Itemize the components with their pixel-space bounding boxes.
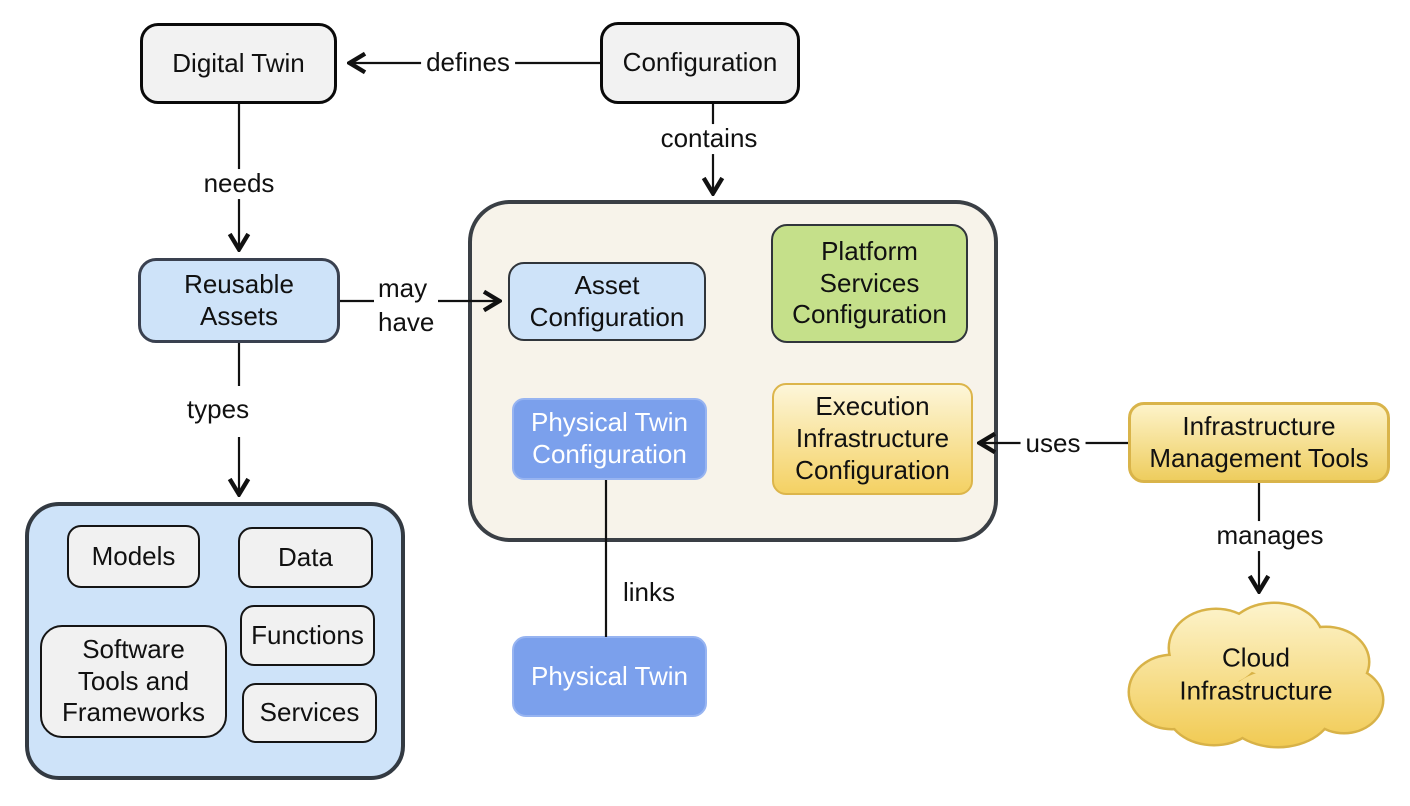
- edge-label-links: links: [617, 577, 681, 608]
- models-node: Models: [67, 525, 200, 588]
- execution-infrastructure-configuration-node: Execution Infrastructure Configuration: [772, 383, 973, 495]
- physical-twin-configuration-label: Physical Twin Configuration: [530, 407, 689, 469]
- functions-node: Functions: [240, 605, 375, 666]
- edge-label-needs: needs: [198, 168, 280, 199]
- edge-label-manages: manages: [1211, 520, 1329, 551]
- asset-configuration-label: Asset Configuration: [529, 269, 685, 332]
- reusable-assets-node: Reusable Assets: [138, 258, 340, 343]
- edge-label-may-have: may have: [374, 272, 439, 340]
- infrastructure-management-tools-node: Infrastructure Management Tools: [1128, 402, 1390, 483]
- software-tools-label: Software Tools and Frameworks: [61, 633, 205, 728]
- services-label: Services: [259, 697, 360, 728]
- data-label: Data: [278, 541, 333, 572]
- execution-infrastructure-configuration-label: Execution Infrastructure Configuration: [795, 391, 950, 485]
- platform-services-configuration-node: Platform Services Configuration: [771, 224, 968, 343]
- edge-label-types: types: [181, 394, 255, 425]
- physical-twin-label: Physical Twin: [530, 660, 689, 691]
- asset-configuration-node: Asset Configuration: [508, 262, 706, 341]
- cloud-shape: [1127, 601, 1385, 749]
- digital-twin-node: Digital Twin: [140, 23, 337, 104]
- cloud-infrastructure-node: Cloud Infrastructure: [1179, 642, 1333, 707]
- infrastructure-management-tools-label: Infrastructure Management Tools: [1149, 410, 1369, 473]
- software-tools-node: Software Tools and Frameworks: [40, 625, 227, 738]
- platform-services-configuration-label: Platform Services Configuration: [792, 235, 947, 330]
- functions-label: Functions: [251, 619, 364, 650]
- physical-twin-configuration-node: Physical Twin Configuration: [512, 398, 707, 480]
- edge-label-uses: uses: [1020, 428, 1086, 459]
- models-label: Models: [91, 540, 176, 571]
- configuration-node: Configuration: [600, 22, 800, 104]
- edge-label-contains: contains: [655, 123, 763, 154]
- digital-twin-label: Digital Twin: [172, 47, 305, 78]
- edge-label-may-have-line1: may: [378, 273, 428, 304]
- cloud-fill: [1130, 604, 1382, 746]
- configuration-label: Configuration: [622, 47, 778, 78]
- edge-label-defines: defines: [421, 47, 515, 78]
- cloud-infrastructure-label: Cloud Infrastructure: [1179, 642, 1333, 706]
- physical-twin-node: Physical Twin: [512, 636, 707, 717]
- data-node: Data: [238, 527, 373, 588]
- edge-label-may-have-line2: have: [378, 307, 435, 337]
- services-node: Services: [242, 683, 377, 743]
- reusable-assets-label: Reusable Assets: [184, 268, 294, 331]
